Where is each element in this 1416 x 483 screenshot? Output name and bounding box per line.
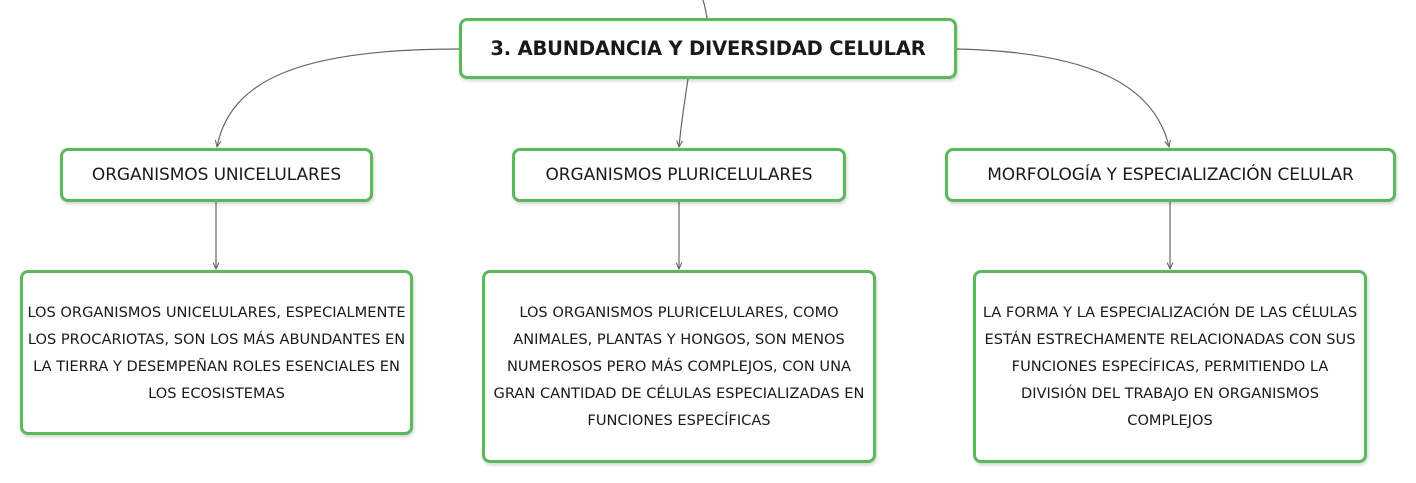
description-node-pluricelulares[interactable]: LOS ORGANISMOS PLURICELULARES, COMO ANIM… — [482, 270, 876, 463]
branch-node-pluricelulares[interactable]: ORGANISMOS PLURICELULARES — [512, 148, 846, 202]
description-node-unicelulares[interactable]: LOS ORGANISMOS UNICELULARES, ESPECIALMEN… — [20, 270, 413, 435]
description-text-pluricelulares: LOS ORGANISMOS PLURICELULARES, COMO ANIM… — [493, 304, 865, 429]
connector-root-to-morfologia — [956, 48, 1169, 147]
connector-incoming — [702, 0, 708, 19]
branch-node-morfologia[interactable]: MORFOLOGÍA Y ESPECIALIZACIÓN CELULAR — [945, 148, 1396, 202]
description-node-morfologia[interactable]: LA FORMA Y LA ESPECIALIZACIÓN DE LAS CÉL… — [973, 270, 1367, 463]
branch-node-unicelulares[interactable]: ORGANISMOS UNICELULARES — [60, 148, 373, 202]
branch-label-unicelulares: ORGANISMOS UNICELULARES — [91, 165, 342, 185]
description-text-unicelulares: LOS ORGANISMOS UNICELULARES, ESPECIALMEN… — [27, 303, 406, 402]
branch-label-morfologia: MORFOLOGÍA Y ESPECIALIZACIÓN CELULAR — [987, 165, 1354, 185]
branch-label-pluricelulares: ORGANISMOS PLURICELULARES — [545, 165, 813, 185]
root-topic-label: 3. ABUNDANCIA Y DIVERSIDAD CELULAR — [490, 37, 926, 60]
root-topic-node[interactable]: 3. ABUNDANCIA Y DIVERSIDAD CELULAR — [459, 18, 957, 79]
connector-root-to-unicelulares — [217, 48, 460, 147]
description-text-morfologia: LA FORMA Y LA ESPECIALIZACIÓN DE LAS CÉL… — [982, 304, 1358, 429]
connector-root-to-pluricelulares — [679, 78, 689, 147]
